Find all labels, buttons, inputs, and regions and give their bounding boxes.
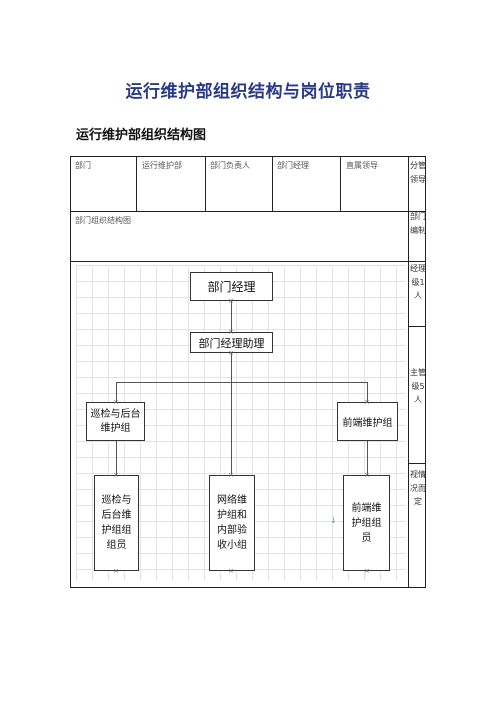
left-member-line-2: 后台维	[101, 510, 132, 521]
connector-endpoint-marker: ×	[364, 471, 370, 479]
org-box-right-member: 前端维 护组组 员	[343, 475, 390, 571]
table-col-4	[340, 156, 341, 211]
connector-horizontal-bus	[116, 382, 368, 383]
header-cell-dept-manager: 部门经理	[277, 161, 309, 170]
org-box-right-group-label: 前端维护组	[342, 418, 393, 429]
selection-handle-icon: ↓	[330, 516, 337, 525]
middle-member-line-1: 网络维	[217, 495, 247, 506]
org-table	[70, 156, 426, 588]
org-box-right-group: 前端维护组	[337, 402, 398, 441]
left-member-line-1: 巡检与	[101, 495, 132, 506]
side-manager-count: 经理级1人	[410, 264, 426, 300]
middle-member-line-3: 内部验	[217, 525, 247, 536]
middle-member-line-2: 护组和	[217, 510, 247, 521]
document-title: 运行维护部组织结构与岗位职责	[125, 82, 371, 102]
connector-endpoint-marker: ×	[113, 567, 119, 575]
connector-left-group-bottom	[116, 441, 117, 475]
header-cell-ops-dept: 运行维护部	[142, 161, 182, 170]
table-rule-structure	[70, 261, 426, 262]
org-box-left-group: 巡检与后台 维护组	[86, 402, 145, 441]
left-member-line-4: 组员	[106, 540, 127, 551]
table-col-side	[408, 156, 409, 588]
header-cell-dept-head: 部门负责人	[210, 161, 250, 170]
middle-member-line-4: 收小组	[217, 540, 247, 551]
org-box-manager-label: 部门经理	[207, 280, 256, 294]
org-box-assistant-label: 部门经理助理	[198, 336, 265, 350]
connector-endpoint-marker: ×	[113, 398, 119, 406]
side-header: 分管领导	[410, 161, 426, 184]
table-col-3	[272, 156, 273, 211]
connector-endpoint-marker: ×	[228, 471, 234, 479]
side-supervisor-count: 主管级5人	[410, 368, 426, 404]
table-col-2	[205, 156, 206, 211]
connector-right-group-top	[367, 382, 368, 402]
connector-manager-assistant	[231, 301, 232, 332]
table-col-1	[136, 156, 137, 211]
org-box-middle-member: 网络维 护组和 内部验 收小组	[209, 475, 255, 571]
left-member-line-3: 护组组	[101, 525, 132, 536]
table-rule-side-1	[408, 326, 426, 327]
header-cell-department: 部门	[75, 161, 91, 170]
connector-endpoint-marker: ×	[228, 328, 234, 336]
connector-endpoint-marker: ×	[364, 398, 370, 406]
connector-endpoint-marker: ×	[228, 349, 234, 357]
connector-endpoint-marker: ×	[364, 567, 370, 575]
table-rule-header	[70, 211, 426, 212]
connector-endpoint-marker: ×	[113, 471, 119, 479]
org-box-manager: 部门经理	[190, 272, 273, 301]
side-staffing: 部门编制	[410, 212, 426, 235]
header-cell-direct-leader: 直属领导	[346, 161, 378, 170]
connector-left-group-top	[116, 382, 117, 402]
left-group-line-2: 维护组	[100, 422, 131, 434]
side-tbd: 视情况而定	[410, 470, 426, 506]
org-box-left-member: 巡检与 后台维 护组组 组员	[94, 475, 139, 571]
right-member-line-2: 护组组	[351, 517, 382, 529]
connector-endpoint-marker: ×	[228, 297, 234, 305]
org-box-assistant: 部门经理助理	[190, 332, 273, 353]
structure-label: 部门组织结构图	[75, 216, 131, 225]
connector-assistant-down	[231, 353, 232, 474]
left-group-line-1: 巡检与后台	[90, 408, 141, 420]
section-subtitle: 运行维护部组织结构图	[76, 128, 207, 143]
table-rule-side-2	[408, 463, 426, 464]
connector-endpoint-marker: ×	[228, 567, 234, 575]
right-member-line-1: 前端维	[351, 502, 382, 514]
right-member-line-3: 员	[361, 532, 372, 544]
connector-right-group-bottom	[367, 441, 368, 475]
